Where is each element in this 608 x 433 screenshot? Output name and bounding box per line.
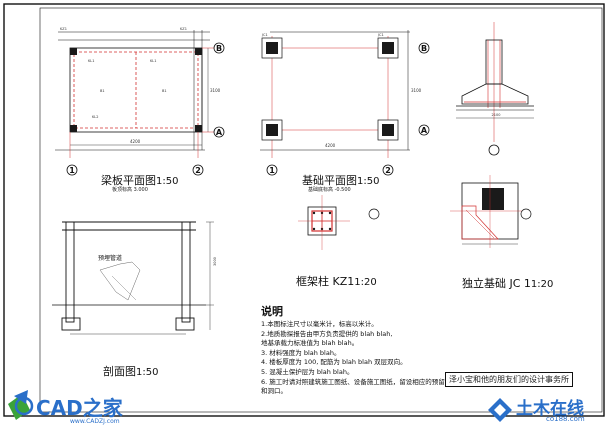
svg-text:KZ1: KZ1 [60,27,67,31]
section-title: 剖面图1:50 [103,365,159,378]
axis-a-beam: A [216,128,223,137]
foundation-plan-title: 基础平面图1:50 [302,174,380,187]
axis-2-found: 2 [385,166,391,175]
svg-text:B1: B1 [100,89,105,93]
axis-1-beam: 1 [69,166,75,175]
column-kz1-view [298,195,380,250]
watermark-cad-text: CAD之家 [36,396,123,420]
beam-plan-sub: 板顶标高 3.000 [112,187,148,193]
foundation-plan-sub: 基础底标高 -0.500 [308,187,351,193]
section-view: 预埋管道 3000 [52,221,217,335]
tumu-logo-icon [488,398,512,422]
note-line: 4. 楼板厚度为 100, 配筋为 blah blah 双层双向。 [261,358,407,367]
note-line: 1.本图标注尺寸以毫米计，标高以米计。 [261,320,378,328]
axis-2-beam: 2 [195,166,201,175]
dim-span-beam: 4200 [130,139,141,144]
svg-text:KL1: KL1 [150,59,156,63]
title-block: 泽小宝和他的朋友们的设计事务所 [445,372,573,387]
axis-b-beam: B [216,44,222,53]
dim-depth-beam: 3100 [210,88,221,93]
cad-logo-icon [8,390,34,420]
note-line: 3. 材料强度为 blah blah。 [261,348,341,357]
dim-span-found: 4200 [325,143,336,148]
note-line: 5. 混凝土保护层为 blah blah。 [261,367,354,376]
footing-section-view: 2100 [456,22,534,156]
note-line: 2.地质勘探报告由甲方负责提供的 blah blah, [261,329,393,338]
svg-text:2100: 2100 [492,113,501,117]
notes-list: 1.本图标注尺寸以毫米计，标高以米计。 2.地质勘探报告由甲方负责提供的 bla… [261,320,458,397]
sheet-frame [3,3,605,417]
footing-title: 独立基础 JC 11:20 [462,277,554,290]
note-line: 地基承载力标准值为 blah blah。 [261,339,359,348]
column-title: 框架柱 KZ11:20 [296,275,377,288]
watermark-tumu-url: co188.com [546,415,585,423]
footing-jc1-view [450,175,532,248]
svg-text:3000: 3000 [213,257,217,266]
dim-depth-found: 3100 [411,88,422,93]
inner-frame [39,7,603,413]
axis-b-found: B [421,44,427,53]
note-line: 6. 施工时请对照建筑施工图纸、设备施工图纸，留设相应的预留管道 [261,377,458,386]
axis-1-found: 1 [269,166,275,175]
foundation-plan-view: JC1 JC1 3100 4200 1 2 B A [260,30,430,176]
svg-text:B1: B1 [162,89,167,93]
svg-text:KL2: KL2 [92,115,98,119]
axis-a-found: A [421,126,428,135]
section-annotation: 预埋管道 [98,254,122,262]
note-line: 和洞口。 [261,387,287,396]
notes-heading: 说明 [261,305,283,318]
watermark-cad-url: www.CADZJ.com [70,418,120,425]
svg-text:KZ1: KZ1 [180,27,187,31]
svg-text:JC1: JC1 [261,33,268,37]
beam-plan-view: KL1 KL2 KL1 B1 B1 KZ1 KZ1 3100 4200 1 2 … [55,27,225,176]
svg-text:JC1: JC1 [377,33,384,37]
svg-text:KL1: KL1 [88,59,94,63]
watermark-tumu-text: 土木在线 [516,399,584,419]
beam-plan-title: 梁板平面图1:50 [101,174,179,187]
